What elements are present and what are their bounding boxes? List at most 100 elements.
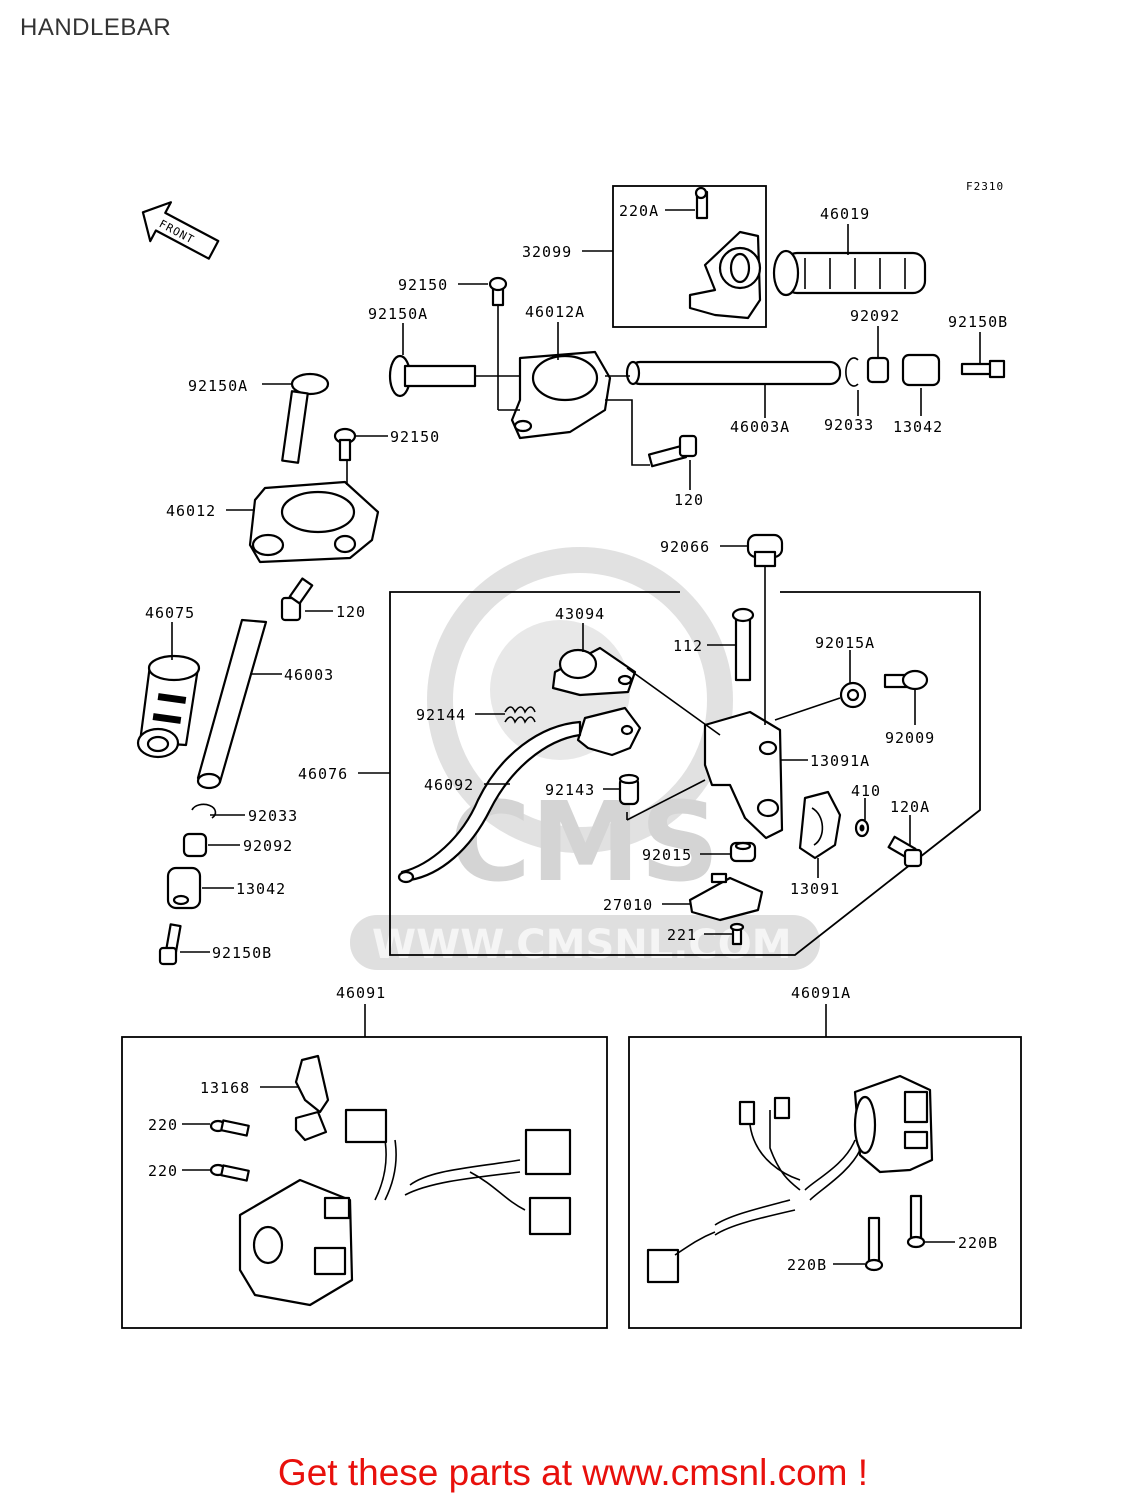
weight-13042-left: [166, 866, 202, 910]
callout-92015a: 92015A: [815, 634, 875, 652]
callout-13091: 13091: [790, 880, 840, 898]
screw-220-b: [209, 1163, 250, 1182]
lever-46092: [397, 706, 642, 884]
callout-92150b-left: 92150B: [212, 944, 272, 962]
callout-410: 410: [851, 782, 881, 800]
collar-92092-left: [182, 832, 208, 858]
nut-92015: [729, 841, 757, 863]
clamp-46012a: [510, 350, 612, 440]
page-title: HANDLEBAR: [20, 14, 172, 41]
callout-46012: 46012: [166, 502, 216, 520]
figure-code: F2310: [966, 180, 1004, 193]
collar-92092-right: [866, 356, 890, 384]
bar-46003a: [625, 360, 842, 386]
switch-housing-46091: [238, 1054, 572, 1307]
callout-112: 112: [673, 637, 703, 655]
callout-92144: 92144: [416, 706, 466, 724]
callout-92150-top: 92150: [398, 276, 448, 294]
callout-46091: 46091: [336, 984, 386, 1002]
callout-92033-right: 92033: [824, 416, 874, 434]
bolt-120a: [887, 835, 923, 868]
callout-46076: 46076: [298, 765, 348, 783]
bolt-92150a-top: [388, 354, 477, 398]
bolt-120-left: [280, 577, 314, 622]
callout-32099: 32099: [522, 243, 572, 261]
screw-220-a: [209, 1119, 250, 1137]
callout-220b-right: 220B: [958, 1234, 998, 1252]
grip-46075: [136, 654, 201, 759]
callout-92092-right: 92092: [850, 307, 900, 325]
bolt-92009: [883, 669, 929, 691]
washer-410: [854, 818, 870, 838]
bolt-92150-mid: [333, 427, 357, 462]
callout-220-b: 220: [148, 1162, 178, 1180]
bolt-92150b-left: [158, 923, 182, 966]
callout-120-left: 120: [336, 603, 366, 621]
leader-lines: [171, 209, 981, 1265]
callout-120-top: 120: [674, 491, 704, 509]
bar-46003: [196, 618, 268, 790]
callout-92009: 92009: [885, 729, 935, 747]
callout-92033-left: 92033: [248, 807, 298, 825]
cap-92066: [746, 533, 784, 568]
callout-46003a: 46003A: [730, 418, 790, 436]
callout-46003: 46003: [284, 666, 334, 684]
screw-221: [729, 922, 745, 946]
screw-220b-right: [906, 1194, 926, 1249]
adjuster-43094: [551, 646, 637, 697]
callout-13091a: 13091A: [810, 752, 870, 770]
screw-220b-left: [864, 1216, 884, 1272]
lever-group-box: [389, 591, 981, 956]
bolt-92150b-right: [960, 359, 1006, 379]
callout-220a: 220A: [619, 202, 659, 220]
pin-92143: [618, 773, 640, 806]
throttle-pulley: [688, 230, 762, 320]
nut-92015a: [839, 681, 867, 709]
footer-cta-link[interactable]: Get these parts at www.cmsnl.com !: [277, 1452, 869, 1493]
callout-92143: 92143: [545, 781, 595, 799]
callout-92092-left: 92092: [243, 837, 293, 855]
callout-13042-left: 13042: [236, 880, 286, 898]
front-arrow: FRONT: [141, 201, 220, 260]
callout-221: 221: [667, 926, 697, 944]
callout-46012a: 46012A: [525, 303, 585, 321]
callout-92150a-top: 92150A: [368, 305, 428, 323]
screw-220a: [694, 186, 709, 220]
weight-13042-right: [901, 353, 941, 387]
holder-13091a: [703, 710, 784, 840]
callout-92150-mid: 92150: [390, 428, 440, 446]
throttle-grip-46019: [772, 249, 927, 297]
switch-housing-46091a: [646, 1074, 934, 1284]
circlip-92033-right: [845, 357, 859, 387]
callout-120a: 120A: [890, 798, 930, 816]
callout-220b-left: 220B: [787, 1256, 827, 1274]
callout-labels: 220A 32099 46019 92150 46012A 92150A 920…: [145, 202, 1008, 1274]
circlip-92033-left: [191, 803, 217, 819]
spring-92144: [504, 706, 536, 724]
throttle-group-box: [612, 185, 767, 328]
callout-46075: 46075: [145, 604, 195, 622]
callout-92150a-left: 92150A: [188, 377, 248, 395]
callout-46092: 46092: [424, 776, 474, 794]
bolt-92150-top: [488, 276, 508, 307]
watermark-url: WWW.CMSNL.COM: [372, 922, 792, 968]
bolt-112: [731, 607, 755, 682]
callout-220-a: 220: [148, 1116, 178, 1134]
callout-92150b-right: 92150B: [948, 313, 1008, 331]
callout-43094: 43094: [555, 605, 605, 623]
callout-27010: 27010: [603, 896, 653, 914]
switch-27010: [688, 872, 764, 922]
callout-92015: 92015: [642, 846, 692, 864]
switch-box-right: [628, 1036, 1022, 1329]
bolt-120-top: [647, 434, 698, 468]
clamp-13091: [798, 790, 842, 860]
callout-13168: 13168: [200, 1079, 250, 1097]
callout-13042-right: 13042: [893, 418, 943, 436]
clamp-46012: [248, 480, 380, 564]
switch-box-left: [121, 1036, 608, 1329]
callout-46091a: 46091A: [791, 984, 851, 1002]
callout-92066: 92066: [660, 538, 710, 556]
bolt-92150a-left: [281, 372, 330, 464]
callout-46019: 46019: [820, 205, 870, 223]
